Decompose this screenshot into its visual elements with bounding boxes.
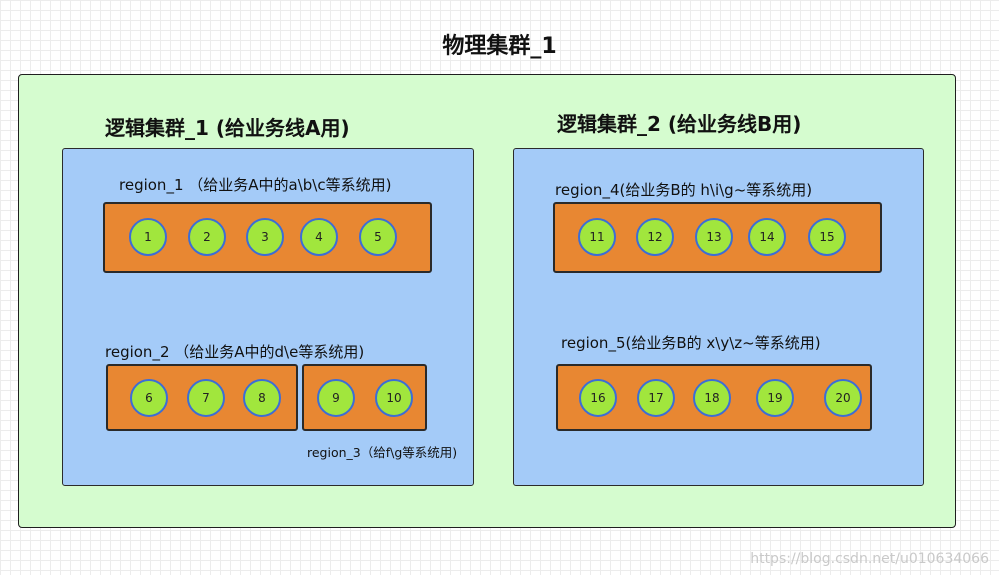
node-4: 4 xyxy=(300,218,338,256)
node-12: 12 xyxy=(636,218,674,256)
node-7: 7 xyxy=(187,379,225,417)
node-8: 8 xyxy=(243,379,281,417)
node-11: 11 xyxy=(578,218,616,256)
node-10: 10 xyxy=(375,379,413,417)
region-2-label: region_2 （给业务A中的d\e等系统用) xyxy=(105,343,365,361)
logical-cluster-1 xyxy=(62,148,474,486)
node-6: 6 xyxy=(130,379,168,417)
node-16: 16 xyxy=(579,379,617,417)
region-5-label: region_5(给业务B的 x\y\z~等系统用) xyxy=(561,334,821,352)
node-3: 3 xyxy=(246,218,284,256)
node-18: 18 xyxy=(693,379,731,417)
region-4-label: region_4(给业务B的 h\i\g~等系统用) xyxy=(555,181,813,199)
physical-cluster-title: 物理集群_1 xyxy=(442,34,557,59)
node-20: 20 xyxy=(824,379,862,417)
node-2: 2 xyxy=(188,218,226,256)
logical-cluster-1-title: 逻辑集群_1 (给业务线A用) xyxy=(105,116,350,140)
node-17: 17 xyxy=(637,379,675,417)
region-3-label: region_3（给f\g等系统用) xyxy=(307,445,458,460)
node-5: 5 xyxy=(359,218,397,256)
node-19: 19 xyxy=(756,379,794,417)
node-1: 1 xyxy=(129,218,167,256)
node-14: 14 xyxy=(748,218,786,256)
logical-cluster-2-title: 逻辑集群_2 (给业务线B用) xyxy=(557,112,802,136)
watermark: https://blog.csdn.net/u010634066 xyxy=(750,551,989,567)
node-15: 15 xyxy=(808,218,846,256)
node-13: 13 xyxy=(695,218,733,256)
region-1-label: region_1 （给业务A中的a\b\c等系统用) xyxy=(119,176,392,194)
node-9: 9 xyxy=(317,379,355,417)
